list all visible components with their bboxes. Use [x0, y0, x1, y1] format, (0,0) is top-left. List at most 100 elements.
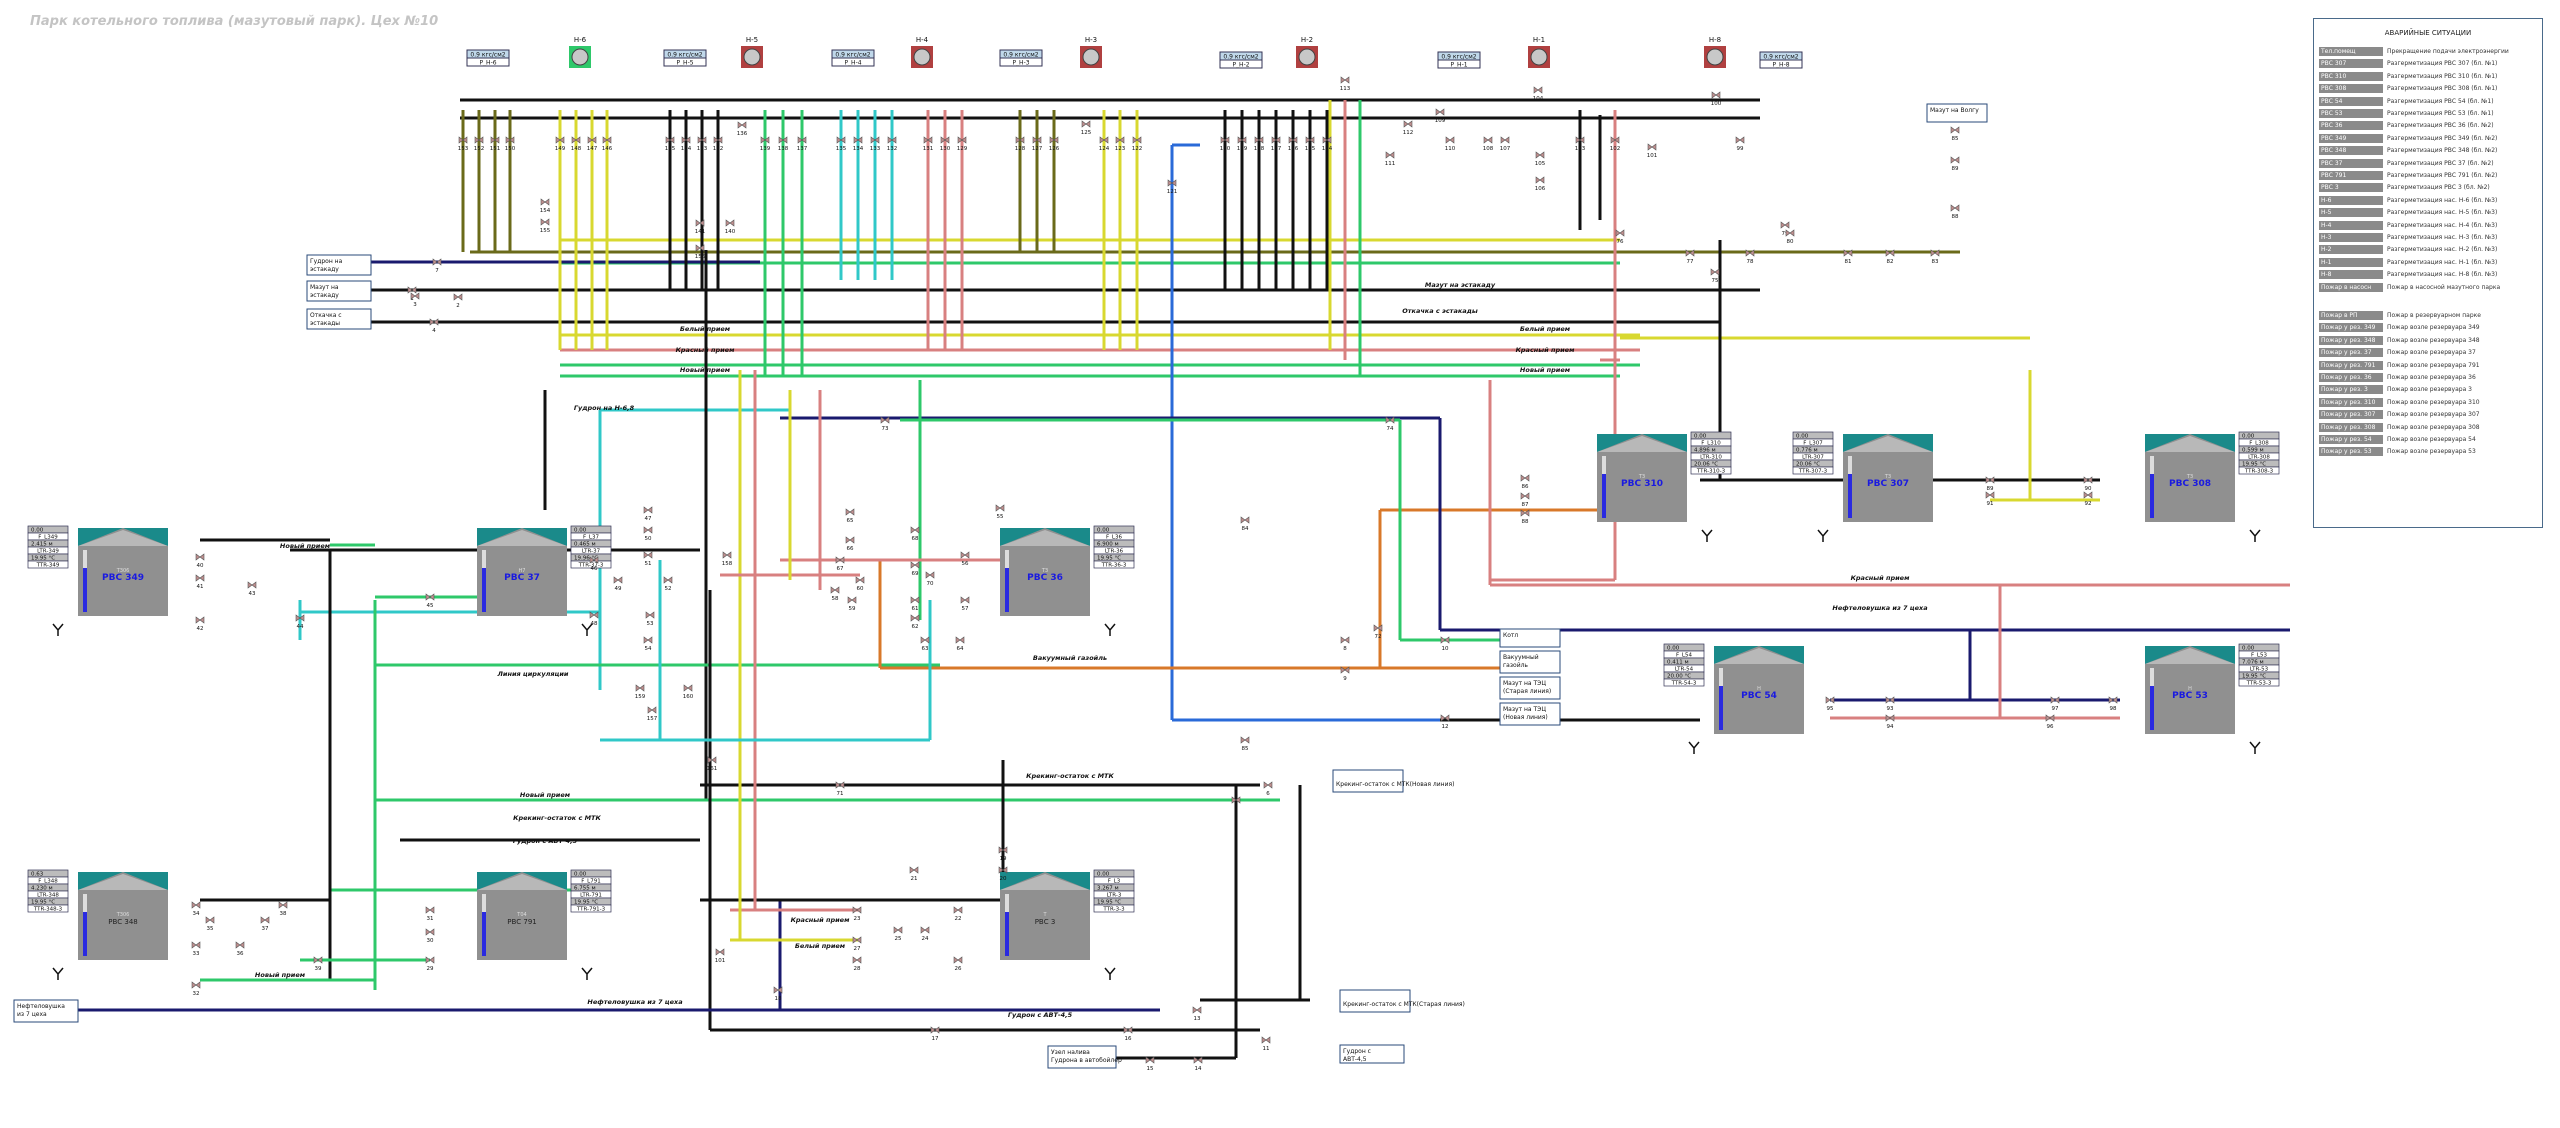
valve-29[interactable]: 29: [425, 956, 435, 972]
valve-5[interactable]: 5: [1231, 796, 1241, 812]
valve-73[interactable]: 73: [880, 416, 890, 432]
valve-112[interactable]: 112: [1403, 120, 1414, 136]
valve-43[interactable]: 43: [247, 581, 257, 597]
valve-63[interactable]: 63: [920, 636, 930, 652]
valve-55[interactable]: 55: [995, 504, 1005, 520]
valve-87[interactable]: 87: [1520, 492, 1530, 508]
valve-128[interactable]: 128: [1015, 136, 1026, 152]
valve-85[interactable]: 85: [1240, 736, 1250, 752]
valve-100[interactable]: 100: [1711, 91, 1722, 107]
valve-27[interactable]: 27: [852, 936, 862, 952]
valve-99[interactable]: 99: [1735, 136, 1745, 152]
external-box-kreking_mtk[interactable]: Крекинг-остаток с МТК(Новая линия): [1332, 769, 1454, 793]
valve-18[interactable]: 18: [773, 986, 783, 1002]
external-box-mazut_tec[interactable]: Мазут на ТЭЦ(Старая линия): [1499, 676, 1561, 700]
valve-54[interactable]: 54: [643, 636, 653, 652]
valve-92[interactable]: 92: [2083, 491, 2093, 507]
valve-88[interactable]: 88: [1520, 509, 1530, 525]
valve-61[interactable]: 61: [910, 596, 920, 612]
valve-45[interactable]: 45: [425, 593, 435, 609]
valve-111[interactable]: 111: [1385, 151, 1396, 167]
valve-142[interactable]: 142: [713, 136, 724, 152]
valve-148[interactable]: 148: [571, 136, 582, 152]
valve-89[interactable]: 89: [1985, 476, 1995, 492]
valve-19[interactable]: 19: [998, 846, 1008, 862]
valve-97[interactable]: 97: [2050, 696, 2060, 712]
valve-41[interactable]: 41: [195, 574, 205, 590]
valve-145[interactable]: 145: [665, 136, 676, 152]
valve-144[interactable]: 144: [681, 136, 692, 152]
valve-22[interactable]: 22: [953, 906, 963, 922]
valve-35[interactable]: 35: [205, 916, 215, 932]
valve-50[interactable]: 50: [643, 526, 653, 542]
valve-60[interactable]: 60: [855, 576, 865, 592]
valve-83[interactable]: 83: [1930, 249, 1940, 265]
valve-56[interactable]: 56: [960, 551, 970, 567]
valve-131[interactable]: 131: [923, 136, 934, 152]
valve-76[interactable]: 76: [1615, 229, 1625, 245]
valve-64[interactable]: 64: [955, 636, 965, 652]
valve-120[interactable]: 120: [1220, 136, 1231, 152]
valve-11[interactable]: 11: [1261, 1036, 1271, 1052]
valve-125[interactable]: 125: [1081, 120, 1092, 136]
valve-157[interactable]: 157: [647, 706, 658, 722]
valve-127[interactable]: 127: [1032, 136, 1043, 152]
valve-151[interactable]: 151: [490, 136, 501, 152]
valve-95[interactable]: 95: [1825, 696, 1835, 712]
valve-134[interactable]: 134: [853, 136, 864, 152]
valve-158[interactable]: 158: [722, 551, 733, 567]
valve-113[interactable]: 113: [1340, 76, 1351, 92]
valve-62[interactable]: 62: [910, 614, 920, 630]
valve-109[interactable]: 109: [1435, 108, 1446, 124]
valve-94[interactable]: 94: [1885, 714, 1895, 730]
valve-23[interactable]: 23: [852, 906, 862, 922]
valve-141[interactable]: 141: [695, 219, 706, 235]
valve-90[interactable]: 90: [2083, 476, 2093, 492]
valve-13[interactable]: 13: [1192, 1006, 1202, 1022]
valve-108[interactable]: 108: [1483, 136, 1494, 152]
valve-86[interactable]: 86: [1520, 474, 1530, 490]
valve-136[interactable]: 136: [737, 121, 748, 137]
valve-25[interactable]: 25: [893, 926, 903, 942]
valve-105[interactable]: 105: [1535, 151, 1546, 167]
valve-152[interactable]: 152: [474, 136, 485, 152]
valve-106[interactable]: 106: [1535, 176, 1546, 192]
valve-31[interactable]: 31: [425, 906, 435, 922]
valve-42[interactable]: 42: [195, 616, 205, 632]
valve-44[interactable]: 44: [295, 614, 305, 630]
valve-32[interactable]: 32: [191, 981, 201, 997]
valve-6[interactable]: 6: [1263, 781, 1273, 797]
